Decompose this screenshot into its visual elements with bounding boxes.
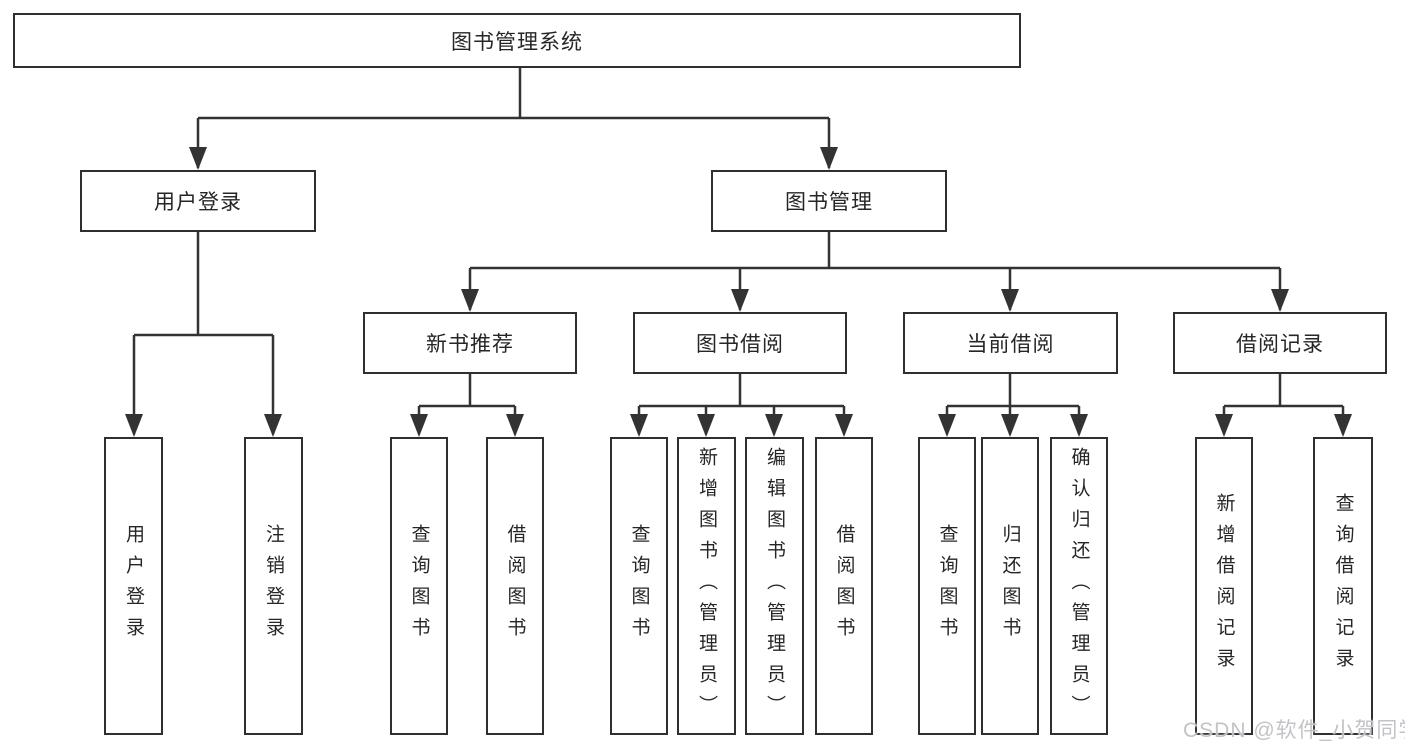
node-new-book-recommend-label: 新书推荐: [426, 333, 514, 356]
node-leaf-query-books-borrowing: 查询图书: [610, 437, 668, 735]
node-leaf-logout-label: 注销登录: [263, 524, 284, 648]
node-leaf-add-books-admin: 新增图书（管理员）: [677, 437, 736, 735]
node-leaf-add-borrow-record: 新增借阅记录: [1195, 437, 1253, 735]
node-book-borrowing: 图书借阅: [633, 312, 847, 374]
node-leaf-confirm-return-admin: 确认归还（管理员）: [1050, 437, 1108, 735]
node-leaf-query-books-current: 查询图书: [918, 437, 976, 735]
node-borrowing-records: 借阅记录: [1173, 312, 1387, 374]
node-leaf-logout: 注销登录: [244, 437, 303, 735]
node-current-borrowing: 当前借阅: [903, 312, 1118, 374]
node-leaf-return-books-label: 归还图书: [999, 524, 1021, 648]
node-new-book-recommend: 新书推荐: [363, 312, 577, 374]
node-leaf-query-books-recommend-label: 查询图书: [408, 524, 430, 648]
node-leaf-borrow-books-borrowing-label: 借阅图书: [833, 524, 855, 648]
csdn-watermark: CSDN @软件_小贺同学: [1183, 719, 1405, 742]
node-book-management-system: 图书管理系统: [13, 13, 1021, 68]
node-leaf-user-login: 用户登录: [104, 437, 163, 735]
node-leaf-edit-books-admin: 编辑图书（管理员）: [745, 437, 804, 735]
node-leaf-borrow-books-recommend: 借阅图书: [486, 437, 544, 735]
node-leaf-query-books-current-label: 查询图书: [936, 524, 958, 648]
node-leaf-query-books-recommend: 查询图书: [390, 437, 448, 735]
node-book-borrowing-label: 图书借阅: [696, 333, 784, 356]
node-user-login-branch-label: 用户登录: [154, 191, 242, 214]
node-book-management-system-label: 图书管理系统: [451, 30, 583, 54]
node-book-management-branch: 图书管理: [711, 170, 947, 232]
node-user-login-branch: 用户登录: [80, 170, 316, 232]
node-leaf-add-borrow-record-label: 新增借阅记录: [1213, 493, 1235, 679]
node-leaf-confirm-return-admin-label: 确认归还（管理员）: [1068, 446, 1090, 726]
node-leaf-borrow-books-borrowing: 借阅图书: [815, 437, 873, 735]
node-book-management-branch-label: 图书管理: [785, 191, 873, 214]
node-borrowing-records-label: 借阅记录: [1236, 333, 1324, 356]
node-current-borrowing-label: 当前借阅: [966, 333, 1055, 356]
node-leaf-add-books-admin-label: 新增图书（管理员）: [696, 446, 717, 726]
node-leaf-borrow-books-recommend-label: 借阅图书: [504, 524, 526, 648]
node-leaf-return-books: 归还图书: [981, 437, 1039, 735]
node-leaf-user-login-label: 用户登录: [123, 524, 144, 648]
node-leaf-edit-books-admin-label: 编辑图书（管理员）: [764, 446, 785, 726]
node-leaf-query-borrow-record-label: 查询借阅记录: [1332, 493, 1354, 679]
node-leaf-query-books-borrowing-label: 查询图书: [628, 524, 650, 648]
node-leaf-query-borrow-record: 查询借阅记录: [1313, 437, 1373, 735]
